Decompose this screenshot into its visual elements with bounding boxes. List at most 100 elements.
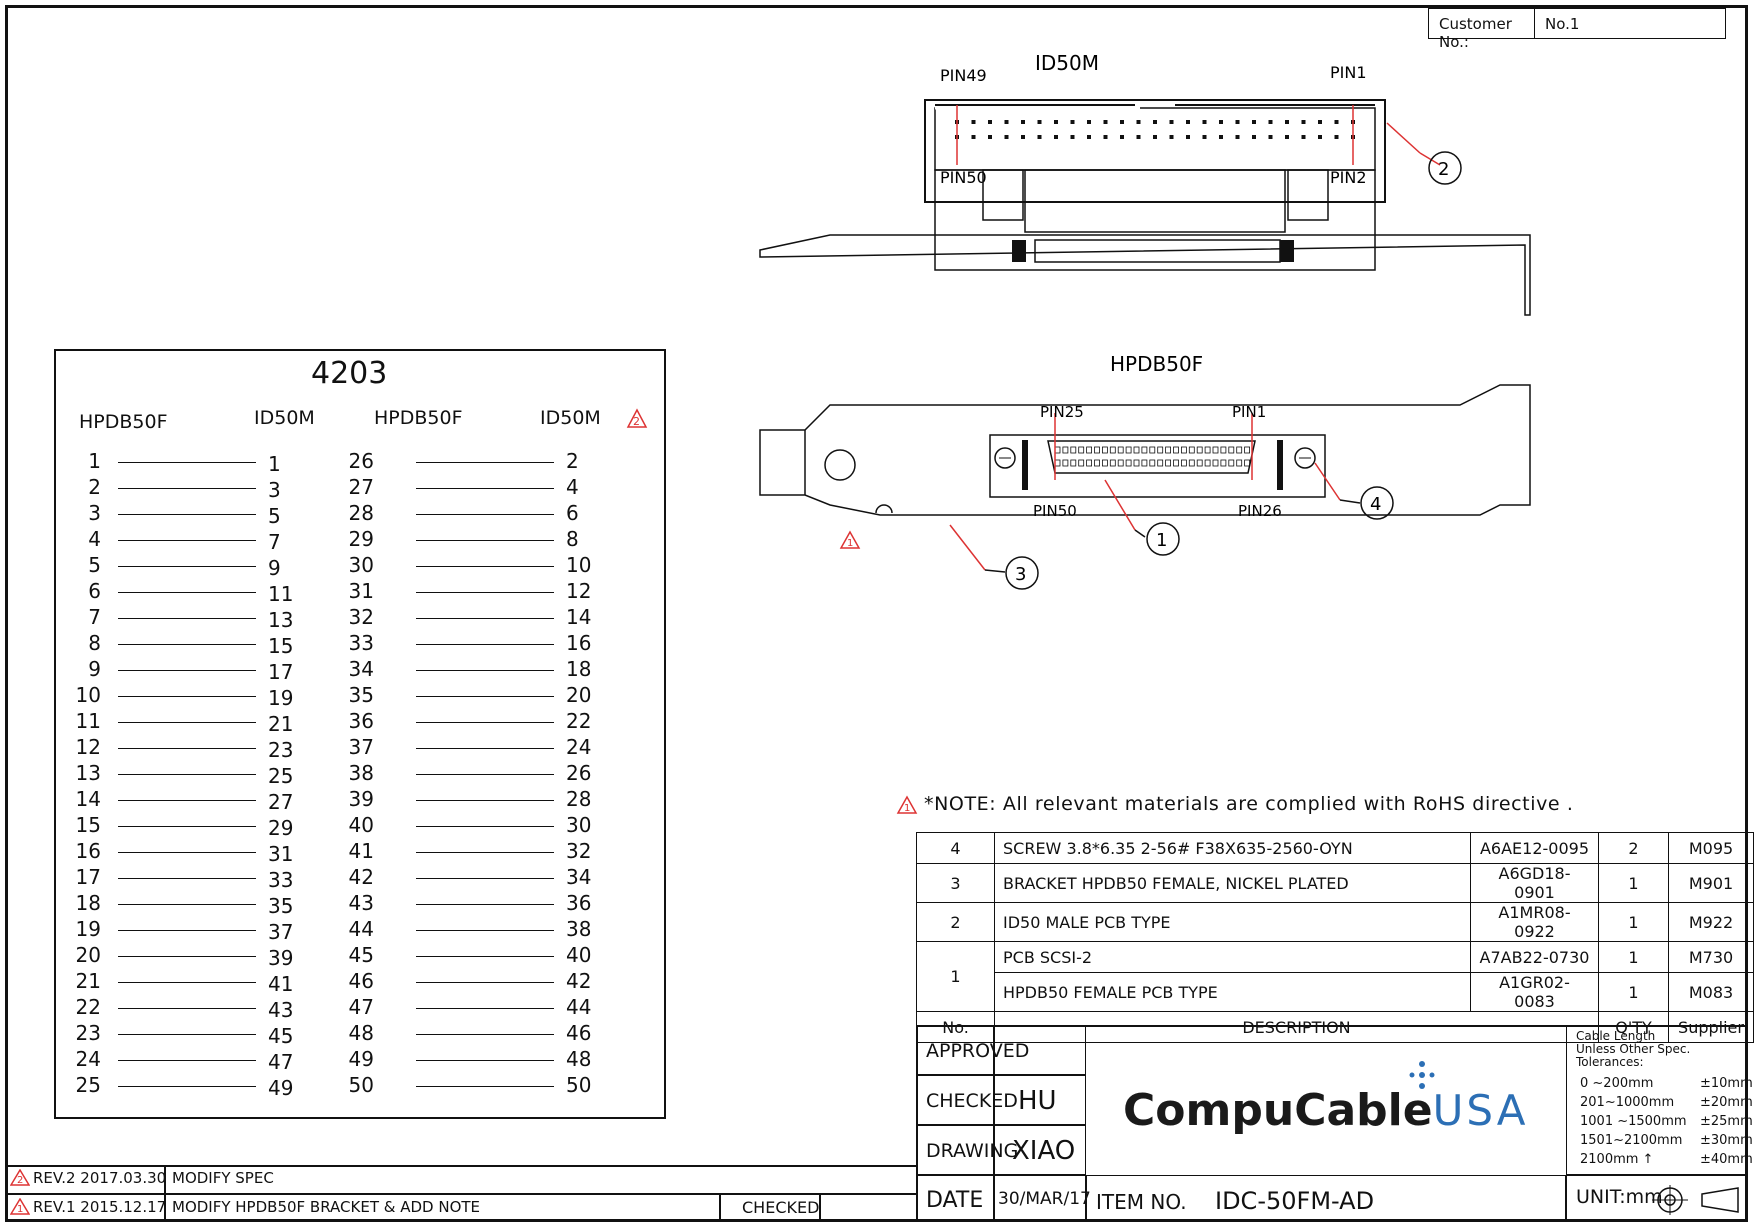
id50m-pin bbox=[1004, 135, 1009, 139]
id50m-pin bbox=[1004, 120, 1009, 124]
tolerance-value: ±20mm bbox=[1700, 1095, 1753, 1110]
hpdb50f-pin bbox=[1212, 459, 1219, 467]
wire-line bbox=[416, 514, 554, 515]
left-id50m-pin: 27 bbox=[268, 790, 294, 814]
wire-line bbox=[416, 1034, 554, 1035]
wire-line bbox=[416, 696, 554, 697]
right-id50m-pin: 16 bbox=[566, 631, 592, 655]
hpdb50f-pin bbox=[1109, 446, 1116, 454]
hpdb50f-pin bbox=[1236, 446, 1243, 454]
id50m-pin bbox=[1120, 135, 1124, 139]
left-id50m-pin: 13 bbox=[268, 608, 294, 632]
hpdb50f-pin bbox=[1149, 446, 1156, 454]
hpdb50f-pin bbox=[1125, 446, 1132, 454]
right-hpdb50f-pin: 41 bbox=[348, 839, 374, 863]
bom-qty: 1 bbox=[1598, 941, 1669, 973]
hpdb50f-pin26-label: PIN26 bbox=[1238, 502, 1282, 520]
revision-id: REV.2 2017.03.30 bbox=[33, 1169, 167, 1187]
customer-box: Customer No.: No.1 bbox=[1428, 8, 1726, 51]
wire-line bbox=[416, 1060, 554, 1061]
right-hpdb50f-pin: 39 bbox=[348, 787, 374, 811]
id50m-pin bbox=[1153, 120, 1157, 124]
id50m-pin bbox=[1087, 135, 1091, 139]
bom-qty: 1 bbox=[1598, 863, 1669, 903]
wire-line bbox=[416, 930, 554, 931]
left-id50m-pin: 15 bbox=[268, 634, 294, 658]
right-hpdb50f-pin: 32 bbox=[348, 605, 374, 629]
revision-id: REV.1 2015.12.17 bbox=[33, 1198, 167, 1216]
wire-line bbox=[416, 774, 554, 775]
id50m-pin bbox=[988, 120, 992, 124]
bom-supplier: M901 bbox=[1668, 863, 1754, 903]
left-hpdb50f-pin: 25 bbox=[75, 1073, 101, 1097]
bom-description: PCB SCSI-2 bbox=[994, 941, 1471, 973]
bom-qty: 1 bbox=[1598, 972, 1669, 1012]
right-id50m-pin: 22 bbox=[566, 709, 592, 733]
hpdb50f-pin bbox=[1109, 459, 1116, 467]
bom-qty: 2 bbox=[1598, 832, 1669, 864]
id50m-pin bbox=[1268, 135, 1273, 139]
left-id50m-pin: 47 bbox=[268, 1050, 294, 1074]
bom-no: 1 bbox=[916, 941, 995, 1012]
logo-compucable: CompuCable bbox=[1123, 1085, 1433, 1136]
hpdb50f-pin bbox=[1180, 459, 1187, 467]
tolerance-title: Cable Length Unless Other Spec. Toleranc… bbox=[1576, 1029, 1691, 1069]
right-id50m-pin: 18 bbox=[566, 657, 592, 681]
hpdb50f-pin bbox=[1173, 446, 1179, 454]
hpdb50f-pin bbox=[1078, 446, 1085, 454]
bom-supplier: M083 bbox=[1668, 972, 1754, 1012]
logo-usa: USA bbox=[1432, 1086, 1529, 1135]
hpdb50f-pin bbox=[1094, 446, 1100, 454]
hpdb50f-pin bbox=[1101, 459, 1108, 467]
revision-block bbox=[5, 1165, 918, 1222]
id50m-pin bbox=[1202, 120, 1207, 124]
wire-line bbox=[416, 488, 554, 489]
hpdb50f-pin bbox=[1141, 446, 1148, 454]
id50m-pin bbox=[1103, 120, 1108, 124]
pinout-rev-marker: 2 bbox=[626, 408, 648, 428]
left-hpdb50f-pin: 22 bbox=[75, 995, 101, 1019]
hpdb50f-connector-drawing: HPDB50F PIN25 PIN1 PIN50 PIN26 1 4 3 1 bbox=[759, 352, 1531, 590]
right-hpdb50f-pin: 31 bbox=[348, 579, 374, 603]
bom-supplier: M922 bbox=[1668, 902, 1754, 942]
left-hpdb50f-pin: 2 bbox=[88, 475, 101, 499]
svg-text:2: 2 bbox=[633, 415, 640, 428]
approved-label: APPROVED bbox=[926, 1040, 1030, 1062]
right-hpdb50f-pin: 45 bbox=[348, 943, 374, 967]
bracket-rev-marker: 1 bbox=[847, 538, 853, 549]
drawing-sheet bbox=[5, 5, 1748, 1222]
left-id50m-pin: 37 bbox=[268, 920, 294, 944]
callout-1: 1 bbox=[1156, 530, 1167, 551]
id50m-pin bbox=[1037, 120, 1042, 124]
right-id50m-pin: 36 bbox=[566, 891, 592, 915]
hpdb50f-pin bbox=[1220, 459, 1227, 467]
right-id50m-pin: 2 bbox=[566, 449, 579, 473]
wire-line bbox=[118, 774, 256, 775]
hpdb50f-pin bbox=[1125, 459, 1132, 467]
wire-line bbox=[118, 618, 256, 619]
hpdb50f-pin bbox=[1236, 459, 1243, 467]
right-id50m-pin: 14 bbox=[566, 605, 592, 629]
tolerance-range: 1001 ~1500mm bbox=[1580, 1114, 1687, 1129]
hpdb50f-pin bbox=[1086, 459, 1093, 467]
right-hpdb50f-pin: 42 bbox=[348, 865, 374, 889]
right-id50m-pin: 48 bbox=[566, 1047, 592, 1071]
hpdb50f-pin bbox=[1086, 446, 1093, 454]
bom-description: ID50 MALE PCB TYPE bbox=[994, 902, 1471, 942]
svg-text:1: 1 bbox=[17, 1204, 23, 1215]
wire-line bbox=[118, 956, 256, 957]
hpdb50f-pin bbox=[1157, 459, 1164, 467]
right-id50m-pin: 4 bbox=[566, 475, 579, 499]
left-hpdb50f-pin: 8 bbox=[88, 631, 101, 655]
tolerance-value: ±25mm bbox=[1700, 1114, 1753, 1129]
wire-line bbox=[118, 488, 256, 489]
bom-part-number: A6GD18-0901 bbox=[1470, 863, 1599, 903]
hpdb50f-pin bbox=[1188, 459, 1195, 467]
left-id50m-pin: 5 bbox=[268, 504, 281, 528]
left-id50m-pin: 3 bbox=[268, 478, 281, 502]
right-hpdb50f-pin: 50 bbox=[348, 1073, 374, 1097]
id50m-pin49-label: PIN49 bbox=[940, 66, 987, 85]
